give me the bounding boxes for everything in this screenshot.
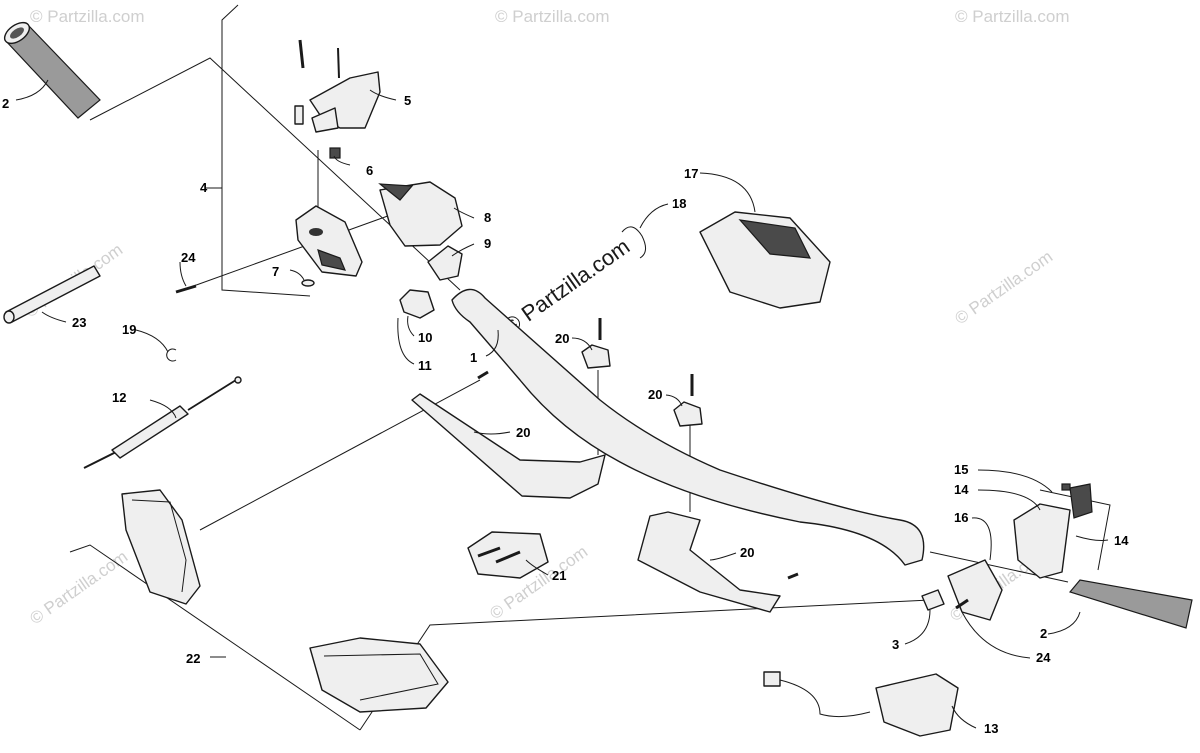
callout-8: 8 bbox=[484, 210, 491, 225]
callout-6: 6 bbox=[366, 163, 373, 178]
watermark: © Partzilla.com bbox=[26, 547, 131, 628]
callout-20-b: 20 bbox=[648, 387, 662, 402]
callout-14-b: 14 bbox=[1114, 533, 1129, 548]
handguard-cover bbox=[699, 211, 831, 309]
callout-2-left: 2 bbox=[2, 96, 9, 111]
bar-end-tube bbox=[3, 265, 101, 324]
lever-cover bbox=[378, 181, 463, 247]
callout-labels: 2 5 4 6 8 9 24 7 10 11 1 23 19 12 20 20 … bbox=[2, 93, 1129, 736]
watermark-center: © Partzilla.com bbox=[499, 234, 635, 340]
watermark: © Partzilla.com bbox=[955, 7, 1070, 26]
deflector-lower bbox=[309, 637, 449, 713]
callout-7: 7 bbox=[272, 264, 279, 279]
washer bbox=[301, 279, 315, 287]
nut bbox=[329, 147, 341, 159]
clip bbox=[166, 348, 177, 362]
callout-3: 3 bbox=[892, 637, 899, 652]
callout-10: 10 bbox=[418, 330, 432, 345]
clamp bbox=[427, 245, 463, 281]
deflector-upper bbox=[121, 489, 201, 605]
callout-16: 16 bbox=[954, 510, 968, 525]
control-housing bbox=[295, 205, 363, 277]
brake-lever bbox=[294, 39, 381, 133]
callout-17: 17 bbox=[684, 166, 698, 181]
callout-5: 5 bbox=[404, 93, 411, 108]
callout-14-a: 14 bbox=[954, 482, 969, 497]
callout-20-d: 20 bbox=[740, 545, 754, 560]
callout-2-right: 2 bbox=[1040, 626, 1047, 641]
callout-21: 21 bbox=[552, 568, 566, 583]
leader-lines bbox=[15, 79, 1109, 729]
callout-9: 9 bbox=[484, 236, 491, 251]
mount-bracket-left bbox=[411, 318, 611, 499]
callout-18: 18 bbox=[672, 196, 686, 211]
callout-22: 22 bbox=[186, 651, 200, 666]
screw bbox=[955, 598, 969, 610]
hardware-kit bbox=[467, 531, 549, 579]
end-cap bbox=[921, 589, 945, 611]
mount-bracket-right bbox=[637, 374, 799, 613]
right-grip bbox=[1068, 579, 1193, 629]
spring bbox=[621, 226, 646, 259]
callout-11: 11 bbox=[418, 358, 432, 373]
callout-12: 12 bbox=[112, 390, 126, 405]
screw bbox=[175, 284, 197, 294]
callout-15: 15 bbox=[954, 462, 968, 477]
switch bbox=[399, 289, 435, 319]
watermark: © Partzilla.com bbox=[30, 7, 145, 26]
callout-1: 1 bbox=[470, 350, 477, 365]
callout-4: 4 bbox=[200, 180, 208, 195]
callout-20-a: 20 bbox=[555, 331, 569, 346]
left-grip bbox=[3, 21, 101, 119]
callout-20-c: 20 bbox=[516, 425, 530, 440]
callout-13: 13 bbox=[984, 721, 998, 736]
callout-24-right: 24 bbox=[1036, 650, 1051, 665]
switch-housing bbox=[1013, 483, 1093, 579]
handlebar bbox=[451, 288, 925, 566]
callout-19: 19 bbox=[122, 322, 136, 337]
watermark: © Partzilla.com bbox=[951, 247, 1056, 328]
callout-24-left: 24 bbox=[181, 250, 196, 265]
throttle-cable bbox=[83, 376, 242, 469]
watermark: © Partzilla.com bbox=[495, 7, 610, 26]
heater-element bbox=[763, 671, 959, 737]
callout-23: 23 bbox=[72, 315, 86, 330]
